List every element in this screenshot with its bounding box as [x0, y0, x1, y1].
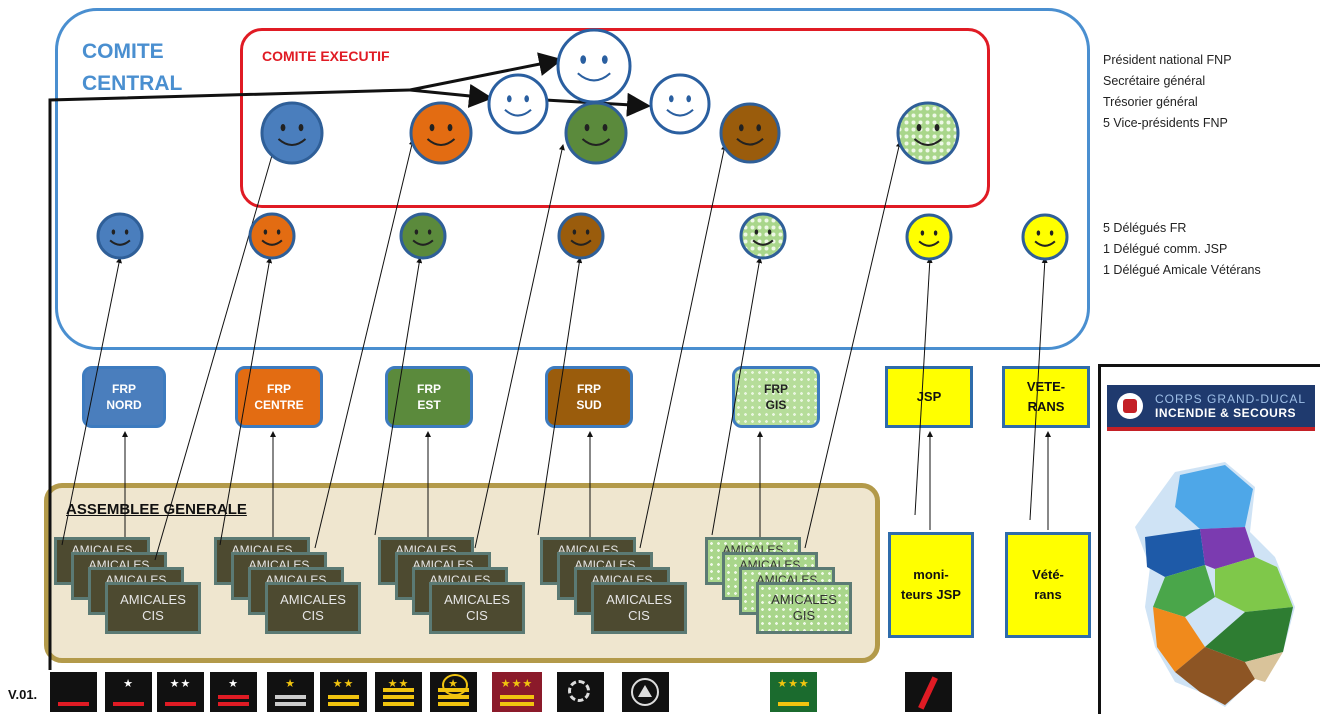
cgdis-red-stripe — [1107, 427, 1315, 431]
gear-icon — [568, 680, 590, 702]
moniteurs-jsp-box: moni- teurs JSP — [888, 532, 974, 638]
frp-sud-box: FRP SUD — [545, 366, 633, 428]
luxembourg-map — [1135, 462, 1295, 707]
amicales-card-front: AMICALES CIS — [265, 582, 361, 634]
amicales-card-front: AMICALES CIS — [105, 582, 201, 634]
comite-executif-title: COMITE EXECUTIF — [262, 48, 390, 64]
bureau-roles-text: Président national FNP Secrétaire généra… — [1103, 53, 1232, 130]
triangle-icon — [631, 678, 659, 706]
assemblee-generale-title: ASSEMBLEE GENERALE — [66, 501, 247, 518]
rank-insignia-9: ★★★ — [492, 672, 542, 712]
version-label: V.01. — [8, 687, 38, 702]
frp-centre-box: FRP CENTRE — [235, 366, 323, 428]
amicales-card-front: AMICALES CIS — [591, 582, 687, 634]
cgdis-panel: CORPS GRAND-DUCAL INCENDIE & SECOURS — [1098, 364, 1320, 714]
wreath-icon — [442, 674, 468, 696]
rank-insignia-7: ★★ — [375, 672, 422, 712]
rank-insignia-11 — [622, 672, 669, 712]
frp-gis-box: FRP GIS — [732, 366, 820, 428]
rank-insignia-10 — [557, 672, 604, 712]
comite-central-title: COMITE CENTRAL — [82, 40, 183, 95]
cgdis-line2: INCENDIE & SECOURS — [1155, 406, 1297, 420]
jsp-box: JSP — [885, 366, 973, 428]
rank-insignia-5: ★ — [267, 672, 314, 712]
rank-insignia-8: ★ — [430, 672, 477, 712]
rank-insignia-12: ★★★ — [770, 672, 817, 712]
amicales-card-front: AMICALES CIS — [429, 582, 525, 634]
rank-insignia-6: ★★ — [320, 672, 367, 712]
veterans-members-box: Vété- rans — [1005, 532, 1091, 638]
amicales-card-front: AMICALES GIS — [756, 582, 852, 634]
rank-insignia-13 — [905, 672, 952, 712]
rank-insignia-2: ★ — [105, 672, 152, 712]
delegates-text: 5 Délégués FR 1 Délégué comm. JSP 1 Délé… — [1103, 221, 1261, 277]
frp-nord-box: FRP NORD — [82, 366, 166, 428]
cgdis-line1: CORPS GRAND-DUCAL — [1155, 392, 1307, 406]
rank-insignia-4: ★ — [210, 672, 257, 712]
slash-icon — [918, 676, 938, 710]
cgdis-logo: CORPS GRAND-DUCAL INCENDIE & SECOURS — [1107, 385, 1315, 427]
rank-insignia-1 — [50, 672, 97, 712]
frp-est-box: FRP EST — [385, 366, 473, 428]
veterans-box: VETE- RANS — [1002, 366, 1090, 428]
rank-insignia-3: ★★ — [157, 672, 204, 712]
cgdis-emblem-icon — [1117, 393, 1143, 419]
